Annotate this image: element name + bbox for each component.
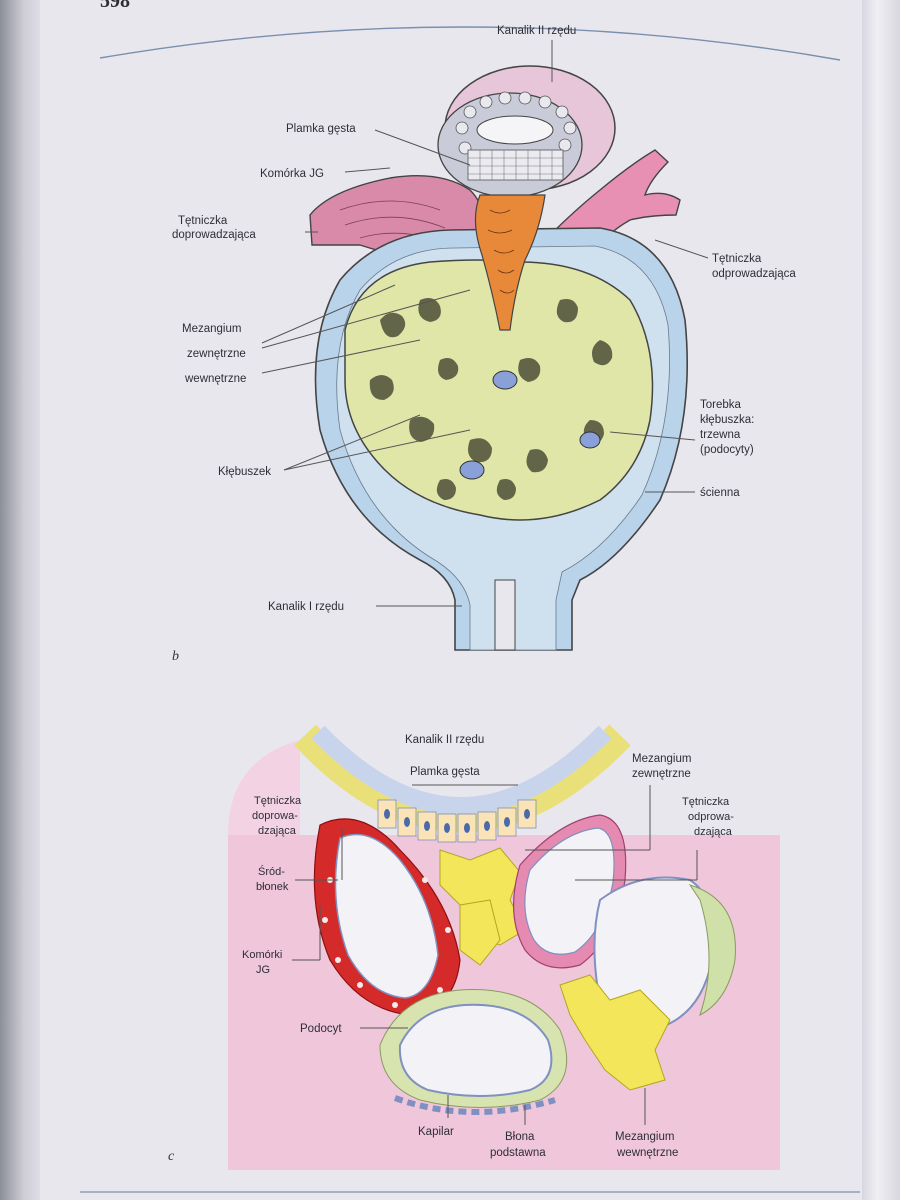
label-c-tetniczka-odprow-3: dzająca	[694, 826, 733, 838]
label-b-zewnetrzne: zewnętrzne	[187, 348, 246, 360]
panel-letter-b: b	[172, 649, 179, 664]
macula-densa-grid	[468, 150, 563, 180]
label-b-torebka-4: (podocyty)	[700, 444, 754, 456]
label-c-mezangium-wew-1: Mezangium	[615, 1131, 674, 1143]
label-c-plamka: Plamka gęsta	[410, 766, 480, 778]
macula-densa	[467, 149, 564, 181]
distal-tubule-lumen	[476, 115, 554, 145]
label-c-komorki-jg-2: JG	[256, 964, 270, 976]
label-c-tetniczka-doprow-3: dzająca	[258, 825, 297, 837]
figure-c-illustration	[228, 724, 780, 1170]
capillary-bottom	[398, 1003, 553, 1097]
afferent-arteriole-lumen	[334, 833, 439, 999]
label-c-mezangium-wew-2: wewnętrzne	[616, 1147, 678, 1159]
label-b-tetniczka-doprow-2: doprowadzająca	[172, 229, 256, 241]
label-c-srodblonek-2: błonek	[256, 881, 289, 893]
label-c-mezangium-zew-1: Mezangium	[632, 753, 691, 765]
label-b-torebka-3: trzewna	[700, 429, 741, 441]
label-c-podocyt: Podocyt	[300, 1023, 342, 1035]
label-b-torebka-2: kłębuszka:	[700, 414, 754, 426]
label-b-tetniczka-odprow-2: odprowadzająca	[712, 268, 796, 280]
figure-b-illustration	[261, 40, 709, 651]
basement-membrane	[393, 1095, 556, 1115]
capillary-right	[593, 876, 715, 1032]
label-c-tetniczka-odprow-1: Tętniczka	[682, 796, 730, 808]
label-b-plamka: Plamka gęsta	[286, 123, 356, 135]
label-b-komorka-jg: Komórka JG	[260, 168, 324, 180]
label-c-mezangium-zew-2: zewnętrzne	[632, 768, 691, 780]
macula-densa-cells	[455, 91, 577, 155]
label-c-kanalik-ii: Kanalik II rzędu	[405, 734, 484, 746]
label-b-klebuszek: Kłębuszek	[218, 466, 271, 478]
proximal-tubule-lumen	[494, 579, 516, 651]
label-c-srodblonek-1: Śród-	[258, 865, 285, 878]
page-rule-top	[99, 26, 841, 61]
extraglomerular-mesangium	[474, 194, 546, 331]
label-b-tetniczka-doprow-1: Tętniczka	[178, 215, 228, 227]
glomerulus-capillaries	[369, 298, 613, 500]
mesangium-inner-c	[559, 974, 671, 1091]
label-b-tetniczka-odprow-1: Tętniczka	[712, 253, 762, 265]
label-b-scienna: ścienna	[700, 487, 740, 499]
label-c-tetniczka-doprow-2: doprowa-	[252, 810, 298, 822]
label-c-blona-1: Błona	[505, 1131, 535, 1143]
label-c-komorki-jg-1: Komórki	[242, 949, 282, 961]
label-b-kanalik-i: Kanalik I rzędu	[268, 601, 344, 613]
glomerulus	[344, 259, 654, 521]
label-b-torebka-1: Torebka	[700, 399, 742, 411]
page-number: 598	[100, 0, 130, 12]
label-c-tetniczka-doprow-1: Tętniczka	[254, 795, 302, 807]
label-c-blona-2: podstawna	[490, 1147, 546, 1159]
book-left-edge	[0, 0, 40, 1200]
label-c-tetniczka-odprow-2: odprowa-	[688, 811, 734, 823]
label-b-mezangium: Mezangium	[182, 323, 241, 335]
book-right-edge	[862, 0, 900, 1200]
panel-letter-c: c	[168, 1149, 175, 1164]
label-c-kapilar: Kapilar	[418, 1126, 454, 1138]
label-b-wewnetrzne: wewnętrzne	[184, 373, 246, 385]
label-b-kanalik-ii: Kanalik II rzędu	[497, 25, 576, 37]
